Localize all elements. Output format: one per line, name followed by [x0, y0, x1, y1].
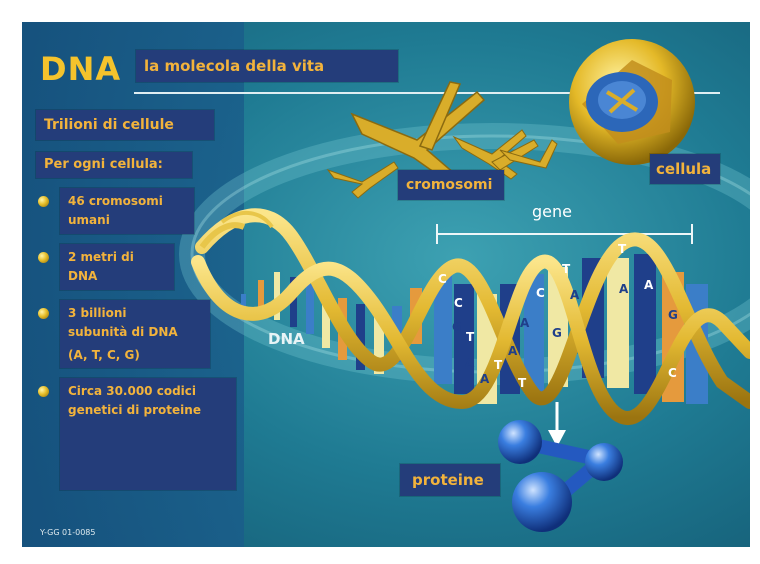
cells-heading-box: Trilioni di cellule — [36, 110, 214, 140]
base-letter: G — [452, 320, 462, 334]
list-item: 2 metri di DNA — [60, 244, 174, 290]
list-item-line: Circa 30.000 codici — [68, 384, 196, 398]
protein-label: proteine — [412, 471, 484, 489]
list-item-line: genetici di proteine — [68, 403, 201, 417]
base-letter: A — [480, 372, 490, 386]
bullet-icon — [38, 196, 49, 207]
base-letter: A — [508, 344, 518, 358]
base-letter: A — [520, 316, 530, 330]
base-letter: G — [668, 308, 678, 322]
page-title: DNA — [40, 50, 122, 88]
gene-label: gene — [532, 202, 572, 221]
subtitle-text: la molecola della vita — [144, 57, 325, 75]
base-letter: A — [619, 282, 629, 296]
base-letter: C — [438, 272, 447, 286]
list-item-line: subunità di DNA — [68, 325, 178, 339]
per-cell-box: Per ogni cellula: — [36, 152, 192, 178]
diagram-canvas: C C G T A A T T C A A G A T T A A G C DN… — [22, 22, 750, 547]
subtitle-box: la molecola della vita — [136, 50, 398, 82]
base-letter: A — [570, 288, 580, 302]
list-item-line: 3 billioni — [68, 306, 127, 320]
bullet-icon — [38, 252, 49, 263]
list-item: 3 billioni subunità di DNA (A, T, C, G) — [60, 300, 210, 368]
cell-label: cellula — [656, 160, 712, 178]
base-letter: T — [494, 358, 503, 372]
per-cell-text: Per ogni cellula: — [44, 157, 163, 172]
list-item: Circa 30.000 codici genetici di proteine — [60, 378, 236, 490]
list-item-line: DNA — [68, 269, 98, 283]
base-letter: A — [465, 356, 475, 370]
chromosomes-label: cromosomi — [406, 177, 493, 193]
credit-code: Y-GG 01-0085 — [40, 528, 96, 537]
list-item-line: (A, T, C, G) — [68, 348, 140, 362]
bullet-icon — [38, 386, 49, 397]
dna-label: DNA — [268, 330, 305, 348]
cell-label-box: cellula — [650, 154, 720, 184]
base-letter: T — [562, 262, 571, 276]
chromosomes-label-box: cromosomi — [398, 170, 504, 200]
list-item-line: 2 metri di — [68, 250, 134, 264]
list-item-line: 46 cromosomi — [68, 194, 163, 208]
base-letter: C — [668, 366, 677, 380]
base-letter: G — [552, 326, 562, 340]
base-letter: T — [466, 330, 475, 344]
list-item-line: umani — [68, 213, 110, 227]
protein-label-box: proteine — [400, 464, 500, 496]
base-letter: C — [536, 286, 545, 300]
base-letter: T — [618, 242, 627, 256]
base-letter: C — [454, 296, 463, 310]
bullet-icon — [38, 308, 49, 319]
list-item: 46 cromosomi umani — [60, 188, 194, 234]
base-letter: T — [518, 376, 527, 390]
cells-heading: Trilioni di cellule — [44, 117, 174, 133]
base-letter: A — [644, 278, 654, 292]
